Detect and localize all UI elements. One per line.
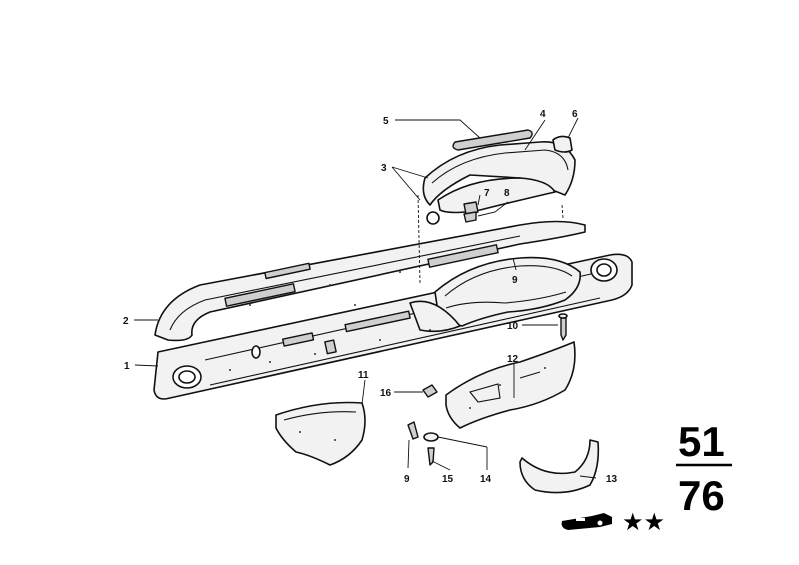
screw-part-10 bbox=[558, 313, 568, 341]
group-number: 51 76 bbox=[676, 418, 732, 519]
car-silhouette-icon bbox=[561, 513, 612, 530]
upper-cover-assembly bbox=[422, 129, 576, 225]
knee-pad-left bbox=[275, 401, 366, 466]
instrument-cluster-housing bbox=[409, 256, 582, 333]
callout-8: 8 bbox=[504, 188, 510, 199]
callout-5: 5 bbox=[383, 116, 389, 127]
callout-14: 14 bbox=[480, 474, 492, 485]
callout-7: 7 bbox=[484, 188, 490, 199]
callout-12: 12 bbox=[507, 354, 519, 365]
callout-13: 13 bbox=[606, 474, 618, 485]
fasteners bbox=[407, 384, 439, 466]
dashboard-upper-padding bbox=[154, 220, 586, 342]
callout-11: 11 bbox=[358, 370, 369, 381]
group-number-top: 51 bbox=[678, 418, 725, 465]
callout-6: 6 bbox=[572, 109, 578, 120]
leader-lines bbox=[134, 117, 597, 479]
texture-speckles bbox=[229, 271, 546, 441]
callout-16: 16 bbox=[380, 388, 392, 399]
star-icon: ★★ bbox=[622, 508, 665, 536]
model-symbol: ★★ bbox=[561, 508, 665, 536]
callout-4: 4 bbox=[540, 109, 546, 120]
callout-10: 10 bbox=[507, 321, 519, 332]
callout-15: 15 bbox=[442, 474, 454, 485]
callout-9: 9 bbox=[512, 275, 518, 286]
callout-2: 2 bbox=[123, 316, 129, 327]
knee-pad-right bbox=[445, 341, 576, 429]
callout-9-lower: 9 bbox=[404, 474, 410, 485]
callout-3: 3 bbox=[381, 163, 387, 174]
callout-labels: 1 2 3 4 5 6 7 8 9 10 11 12 13 14 15 16 9 bbox=[123, 109, 618, 485]
bracket-part-13 bbox=[519, 439, 600, 494]
group-number-bottom: 76 bbox=[678, 472, 725, 519]
callout-1: 1 bbox=[124, 361, 130, 372]
